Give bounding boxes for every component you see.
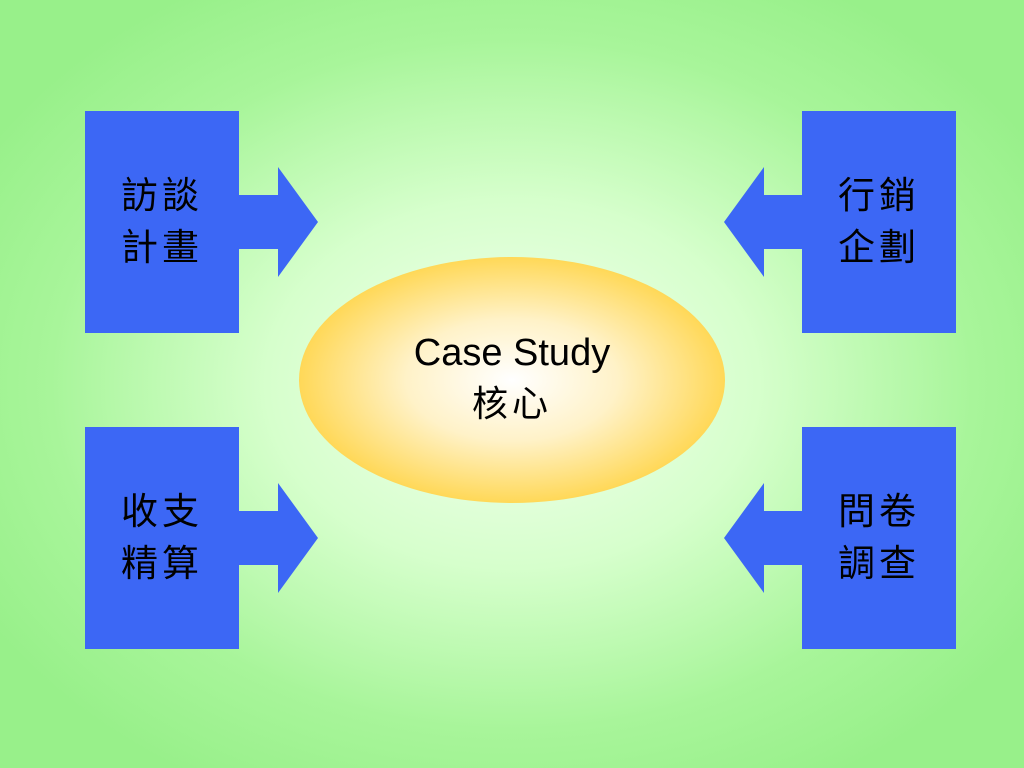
node-line-1: 訪談 bbox=[121, 174, 203, 217]
arrow-left-icon bbox=[724, 167, 804, 277]
node-line-2: 調查 bbox=[838, 542, 920, 585]
arrow-left-icon bbox=[724, 483, 804, 593]
node-line-2: 企劃 bbox=[838, 226, 920, 269]
arrow-right-icon bbox=[238, 167, 318, 277]
node-interview-plan: 訪談 計畫 bbox=[85, 111, 239, 333]
node-line-1: 收支 bbox=[121, 490, 203, 533]
node-line-2: 計畫 bbox=[121, 226, 203, 269]
core-ellipse: Case Study 核心 bbox=[299, 257, 725, 503]
node-line-1: 行銷 bbox=[838, 174, 920, 217]
node-budget-calculation: 收支 精算 bbox=[85, 427, 239, 649]
node-line-2: 精算 bbox=[121, 542, 203, 585]
core-title: Case Study bbox=[413, 332, 611, 374]
node-survey: 問卷 調查 bbox=[802, 427, 956, 649]
node-marketing-plan: 行銷 企劃 bbox=[802, 111, 956, 333]
core-subtitle: 核心 bbox=[471, 384, 552, 425]
arrow-right-icon bbox=[238, 483, 318, 593]
node-line-1: 問卷 bbox=[838, 490, 920, 533]
